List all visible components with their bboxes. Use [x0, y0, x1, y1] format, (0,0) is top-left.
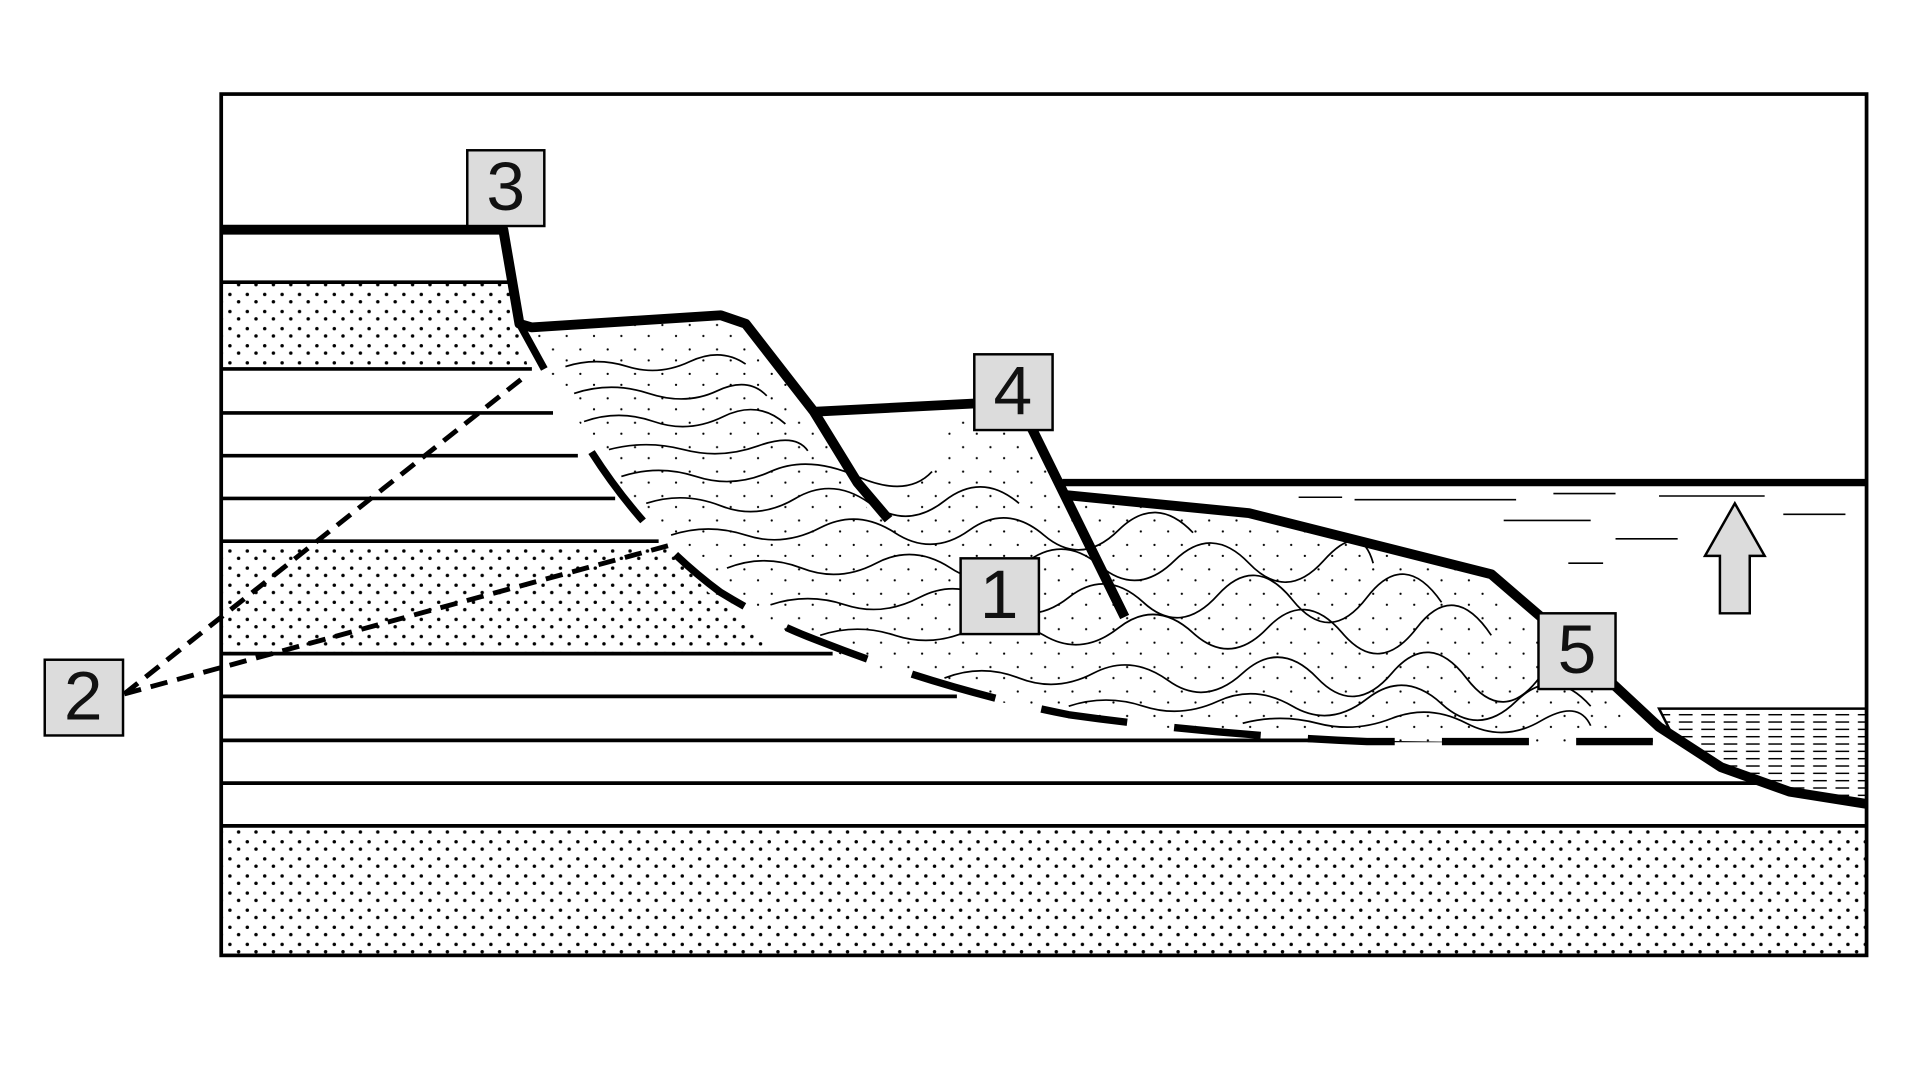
label-4-text: 4	[993, 353, 1032, 429]
up-arrow-icon	[1702, 500, 1767, 615]
sandstone-base-layer	[221, 825, 1867, 956]
label-1-text: 1	[980, 557, 1019, 633]
lake-sediment	[1657, 707, 1867, 806]
strata	[221, 224, 1867, 956]
label-1: 1	[959, 557, 1041, 636]
label-3: 3	[466, 149, 546, 228]
label-2-leaders	[122, 376, 672, 697]
deformation-lines	[565, 354, 1592, 734]
scarp-toe	[516, 322, 548, 371]
label-2: 2	[43, 658, 125, 737]
water-ripples	[1298, 492, 1846, 565]
label-2-text: 2	[64, 658, 103, 734]
middle-sandstone-layer	[221, 541, 783, 654]
strata-lines	[221, 280, 1867, 828]
diagram-frame	[219, 92, 1869, 958]
label-5: 5	[1537, 612, 1617, 691]
label-5-text: 5	[1558, 612, 1597, 688]
upper-sandstone-layer	[221, 282, 529, 369]
label-4: 4	[973, 353, 1054, 432]
ground-surface-upper	[221, 224, 893, 523]
label-3-text: 3	[486, 149, 525, 225]
slip-surface	[588, 450, 1653, 746]
